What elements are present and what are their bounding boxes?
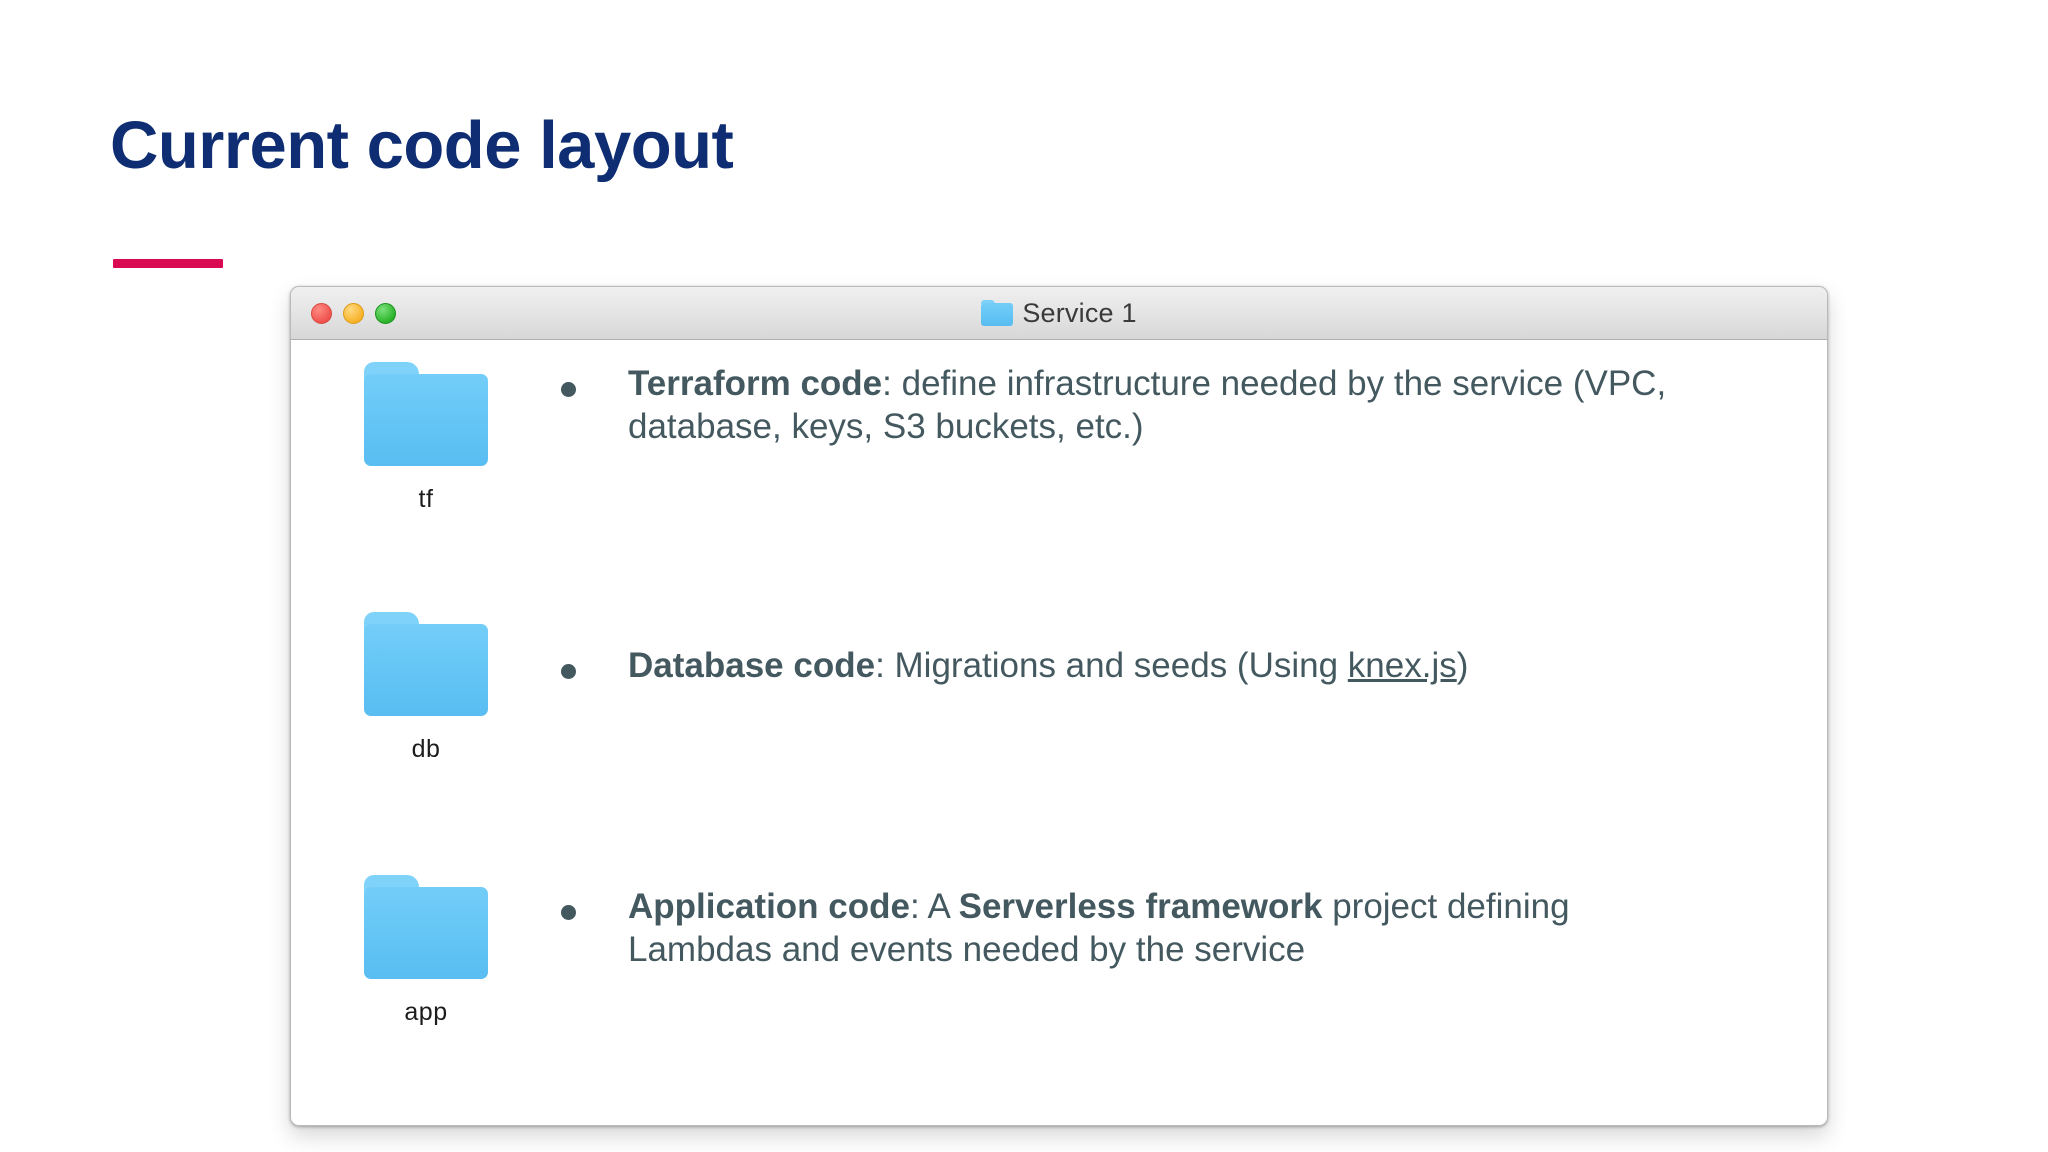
folder-icon (364, 875, 488, 979)
list-item: tf Terraform code: define infrastructure… (291, 362, 1827, 514)
folder-label: tf (418, 485, 434, 513)
folder-item-tf[interactable]: tf (291, 362, 561, 514)
bullet-dot (561, 905, 576, 920)
bullet-emphasis-2: Serverless framework (958, 887, 1323, 926)
folder-icon (364, 612, 488, 716)
maximize-button[interactable] (375, 302, 396, 324)
bullet-emphasis: Terraform code (628, 364, 883, 403)
window-title-group: Service 1 (981, 298, 1136, 329)
bullet-body-tail: ) (1456, 646, 1469, 685)
folder-icon (981, 300, 1014, 326)
minimize-button[interactable] (343, 302, 364, 324)
folder-item-app[interactable]: app (291, 875, 561, 1027)
list-item: app Application code: A Serverless frame… (291, 875, 1827, 1027)
bullet-body: : define infrastructure needed by the se… (628, 364, 1667, 447)
list-item: db Database code: Migrations and seeds (… (291, 612, 1827, 764)
folder-item-db[interactable]: db (291, 612, 561, 764)
bullet-emphasis: Database code (628, 646, 876, 685)
knex-js-link[interactable]: knex.js (1347, 646, 1457, 685)
bullet-text-application: Application code: A Serverless framework… (628, 885, 1718, 972)
mac-window: Service 1 tf Terraform code: define infr… (290, 286, 1828, 1126)
bullet-body: : Migrations and seeds (Using (875, 646, 1348, 685)
bullet-emphasis: Application code (628, 887, 910, 926)
bullet-text-terraform: Terraform code: define infrastructure ne… (628, 362, 1718, 449)
window-content: tf Terraform code: define infrastructure… (291, 340, 1827, 1125)
window-titlebar[interactable]: Service 1 (291, 287, 1827, 340)
bullet-dot (561, 382, 576, 397)
bullet-body-tail: project defining Lambdas and events need… (628, 887, 1570, 970)
bullet-dot (561, 664, 576, 679)
folder-label: app (404, 998, 448, 1026)
folder-label: db (411, 735, 441, 763)
close-button[interactable] (311, 302, 332, 324)
title-accent-rule (113, 259, 223, 268)
bullet-body: : A (909, 887, 959, 926)
folder-icon (364, 362, 488, 466)
window-title: Service 1 (1022, 297, 1137, 328)
bullet-text-database: Database code: Migrations and seeds (Usi… (628, 644, 1468, 687)
window-controls (311, 287, 396, 339)
page-title: Current code layout (110, 107, 734, 183)
